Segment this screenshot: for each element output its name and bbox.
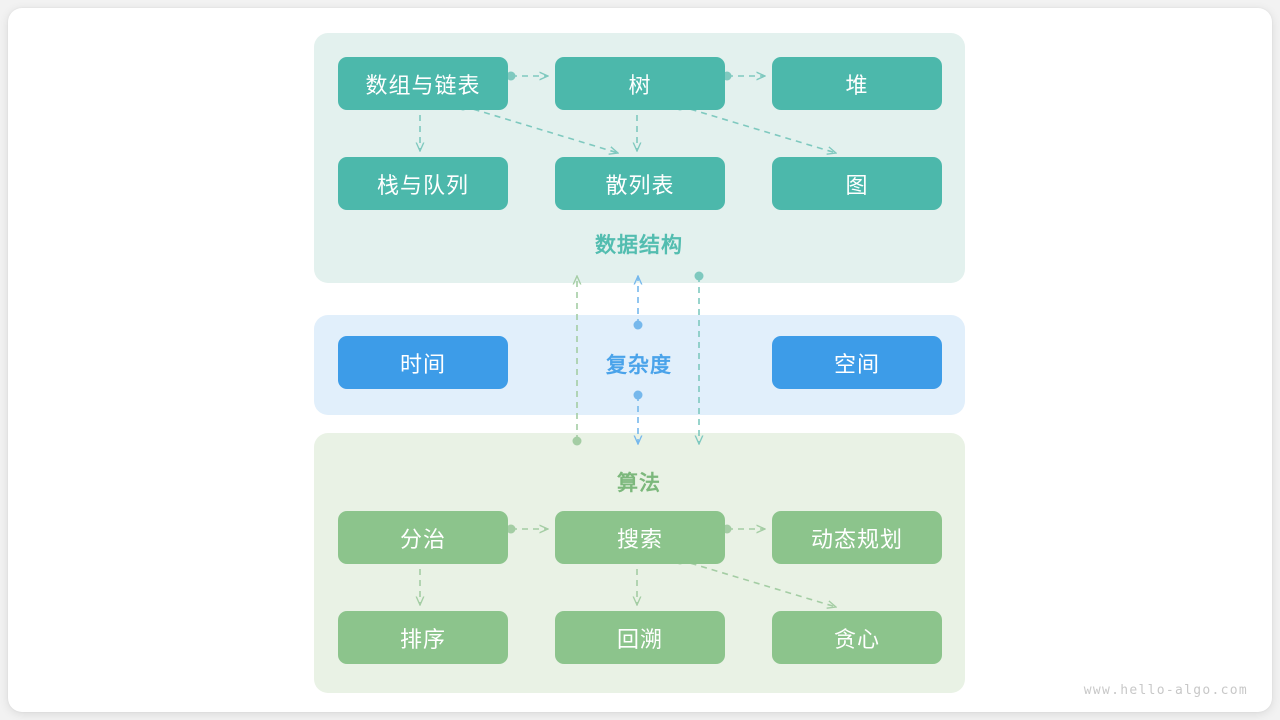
node-dynamic-programming[interactable]: 动态规划 [772,511,942,564]
section-label-data-structure: 数据结构 [595,234,683,257]
node-backtracking[interactable]: 回溯 [555,611,725,664]
watermark-url: www.hello-algo.com [1083,683,1248,698]
node-sorting[interactable]: 排序 [338,611,508,664]
node-array-linkedlist[interactable]: 数组与链表 [338,57,508,110]
node-time[interactable]: 时间 [338,336,508,389]
node-greedy[interactable]: 贪心 [772,611,942,664]
section-label-complexity: 复杂度 [606,354,672,377]
node-search[interactable]: 搜索 [555,511,725,564]
section-label-algorithm: 算法 [617,472,661,495]
node-heap[interactable]: 堆 [772,57,942,110]
node-graph[interactable]: 图 [772,157,942,210]
node-stack-queue[interactable]: 栈与队列 [338,157,508,210]
node-space[interactable]: 空间 [772,336,942,389]
node-tree[interactable]: 树 [555,57,725,110]
node-divide-conquer[interactable]: 分治 [338,511,508,564]
diagram-card: 数组与链表 树 堆 栈与队列 散列表 图 数据结构 时间 空间 复杂度 算法 分… [8,8,1272,712]
node-hash-table[interactable]: 散列表 [555,157,725,210]
